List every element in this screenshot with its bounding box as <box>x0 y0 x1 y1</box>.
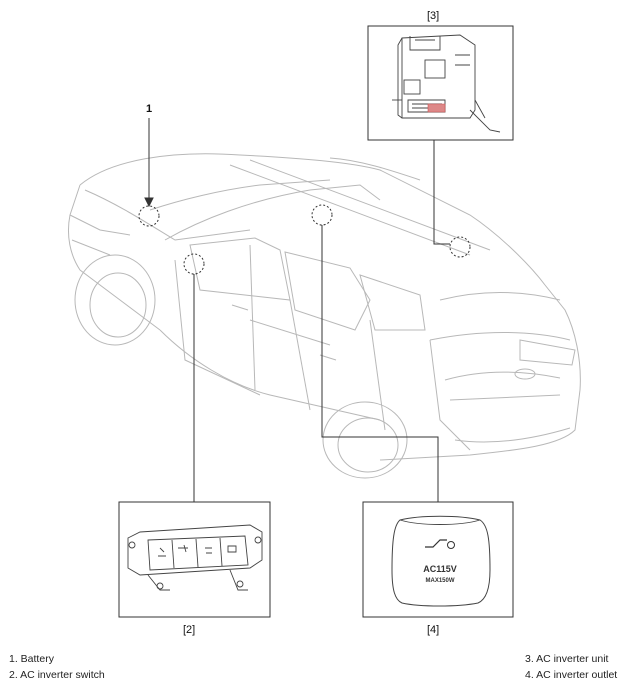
legend-item-inverter-switch: 2. AC inverter switch <box>9 669 105 681</box>
legend-left: 1. Battery 2. AC inverter switch <box>9 651 105 683</box>
detail-box-inverter-switch <box>118 501 271 618</box>
battery-arrow-icon <box>144 197 154 208</box>
outlet-rating-label: AC115V <box>423 564 457 574</box>
detail-box-inverter-outlet <box>362 501 514 618</box>
switch-location-marker <box>183 253 205 275</box>
detail-box-inverter-unit <box>367 25 514 141</box>
legend-item-battery: 1. Battery <box>9 653 54 665</box>
callout-switch: [2] <box>183 624 196 636</box>
unit-location-marker <box>449 236 471 258</box>
legend-right: 3. AC inverter unit 4. AC inverter outle… <box>525 651 617 683</box>
legend-item-inverter-outlet: 4. AC inverter outlet <box>525 669 618 681</box>
outlet-leader-line <box>321 225 439 502</box>
callout-unit: [3] <box>427 10 440 22</box>
unit-leader-line <box>433 140 450 245</box>
location-markers <box>138 204 471 275</box>
legend-item-inverter-unit: 3. AC inverter unit <box>525 653 609 665</box>
vehicle-outline <box>67 153 581 479</box>
callout-outlet: [4] <box>427 624 440 636</box>
outlet-power-label: MAX150W <box>425 578 454 584</box>
leader-lines <box>144 118 450 502</box>
callout-battery: 1 <box>146 103 153 115</box>
outlet-location-marker <box>311 204 333 226</box>
battery-location-marker <box>138 205 160 227</box>
